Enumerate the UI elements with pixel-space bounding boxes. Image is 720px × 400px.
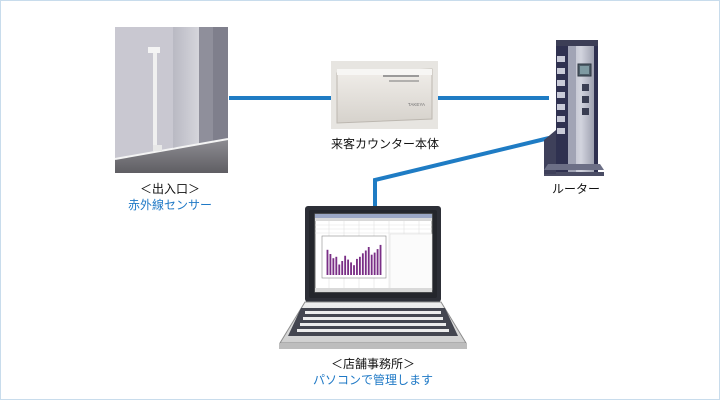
device-brand-text: TAKEYA bbox=[408, 102, 425, 107]
screen-chart-bar bbox=[356, 258, 358, 275]
screen-chart-bar bbox=[341, 261, 344, 275]
screen-chart-bar bbox=[329, 254, 332, 275]
screen-chart-bar bbox=[364, 250, 367, 275]
keyboard-keys bbox=[297, 311, 449, 332]
screen-chart-bar bbox=[350, 262, 352, 275]
screen-chart-bars bbox=[326, 244, 382, 275]
connection-lines bbox=[229, 96, 550, 207]
counter-device-icon: TAKEYA bbox=[331, 61, 438, 129]
office-title: ＜店舗事務所＞ bbox=[330, 357, 415, 371]
screen-chart-bar bbox=[379, 244, 382, 275]
entrance-title: ＜出入口＞ bbox=[139, 182, 200, 196]
screen-chart-bar bbox=[361, 253, 364, 275]
screen-chart-bar bbox=[332, 258, 335, 275]
screen-chart-bar bbox=[370, 254, 373, 275]
screen-chart-bar bbox=[367, 247, 370, 275]
laptop-icon bbox=[279, 206, 467, 349]
router-tower-icon bbox=[544, 40, 604, 176]
screen-chart-bar bbox=[335, 256, 338, 275]
screen-chart-bar bbox=[338, 264, 341, 275]
screen-chart-bar bbox=[347, 259, 350, 275]
screen-chart-bar bbox=[376, 249, 379, 275]
screen-chart-bar bbox=[344, 255, 347, 275]
sensor-photo-icon bbox=[114, 27, 229, 173]
router-caption: ルーター bbox=[551, 182, 600, 196]
counter-caption: 来客カウンター本体 bbox=[330, 137, 439, 151]
office-subtitle: パソコンで管理します bbox=[312, 373, 433, 387]
screen-chart-bar bbox=[373, 252, 376, 275]
screen-chart-bar bbox=[353, 265, 355, 275]
line-router-to-pc bbox=[373, 136, 550, 207]
screen-chart-bar bbox=[326, 249, 329, 275]
entrance-subtitle: 赤外線センサー bbox=[127, 198, 212, 212]
screen-chart-bar bbox=[358, 256, 361, 275]
